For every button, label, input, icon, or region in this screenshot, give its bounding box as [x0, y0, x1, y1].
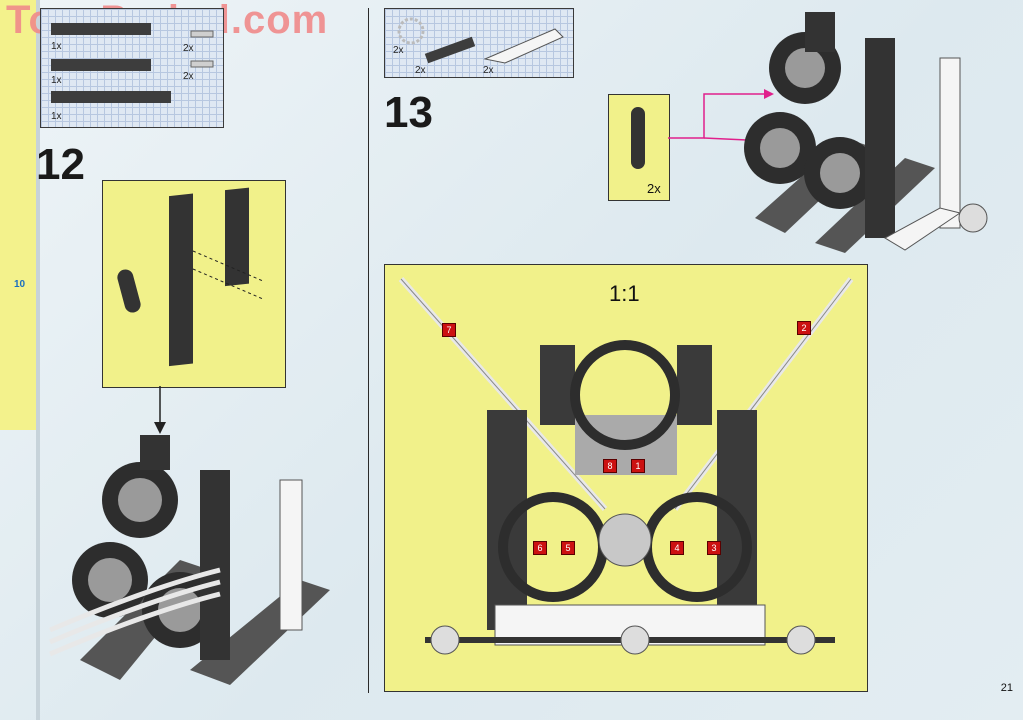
page-divider — [368, 8, 369, 693]
hose-tag: 6 — [533, 541, 547, 555]
hose-tag: 8 — [603, 459, 617, 473]
step13-callout-panel: 2x — [608, 94, 670, 201]
part-qty: 1x — [51, 75, 62, 86]
part-qty: 2x — [183, 71, 194, 82]
hose-tag: 5 — [561, 541, 575, 555]
page-number: 21 — [1000, 682, 1013, 694]
beam-subassembly-icon — [117, 187, 264, 367]
hose-tag: 3 — [707, 541, 721, 555]
step13-parts-box: 2x 2x 2x — [384, 8, 574, 78]
front-view-illustration — [398, 277, 854, 655]
step12-subassembly-panel — [102, 180, 286, 388]
step12-model-illustration — [49, 435, 330, 685]
hose-tag: 7 — [442, 323, 456, 337]
part-qty: 2x — [415, 65, 426, 76]
hose-tag: 4 — [670, 541, 684, 555]
callout-qty: 2x — [647, 181, 661, 196]
previous-page-strip — [0, 0, 38, 430]
step13-parts-icon — [397, 17, 564, 64]
step-number-12: 12 — [36, 140, 85, 189]
step12-parts-icon — [51, 23, 214, 103]
angled-beam-icon — [631, 107, 645, 169]
page-fold — [36, 0, 40, 720]
part-qty: 1x — [51, 41, 62, 52]
step13-scale-panel: 1:1 7 2 8 1 6 5 4 3 — [384, 264, 868, 692]
hose-tag: 1 — [631, 459, 645, 473]
part-qty: 2x — [483, 65, 494, 76]
part-qty: 1x — [51, 111, 62, 122]
step12-parts-box: 1x 2x 1x 2x 1x — [40, 8, 224, 128]
scale-label: 1:1 — [609, 281, 640, 306]
step-number-13: 13 — [384, 88, 433, 137]
down-arrow-icon — [154, 386, 166, 434]
part-qty: 2x — [183, 43, 194, 54]
part-qty: 2x — [393, 45, 404, 56]
left-edge-label: 10 — [14, 279, 26, 290]
step13-model-illustration — [744, 12, 988, 253]
hose-tag: 2 — [797, 321, 811, 335]
